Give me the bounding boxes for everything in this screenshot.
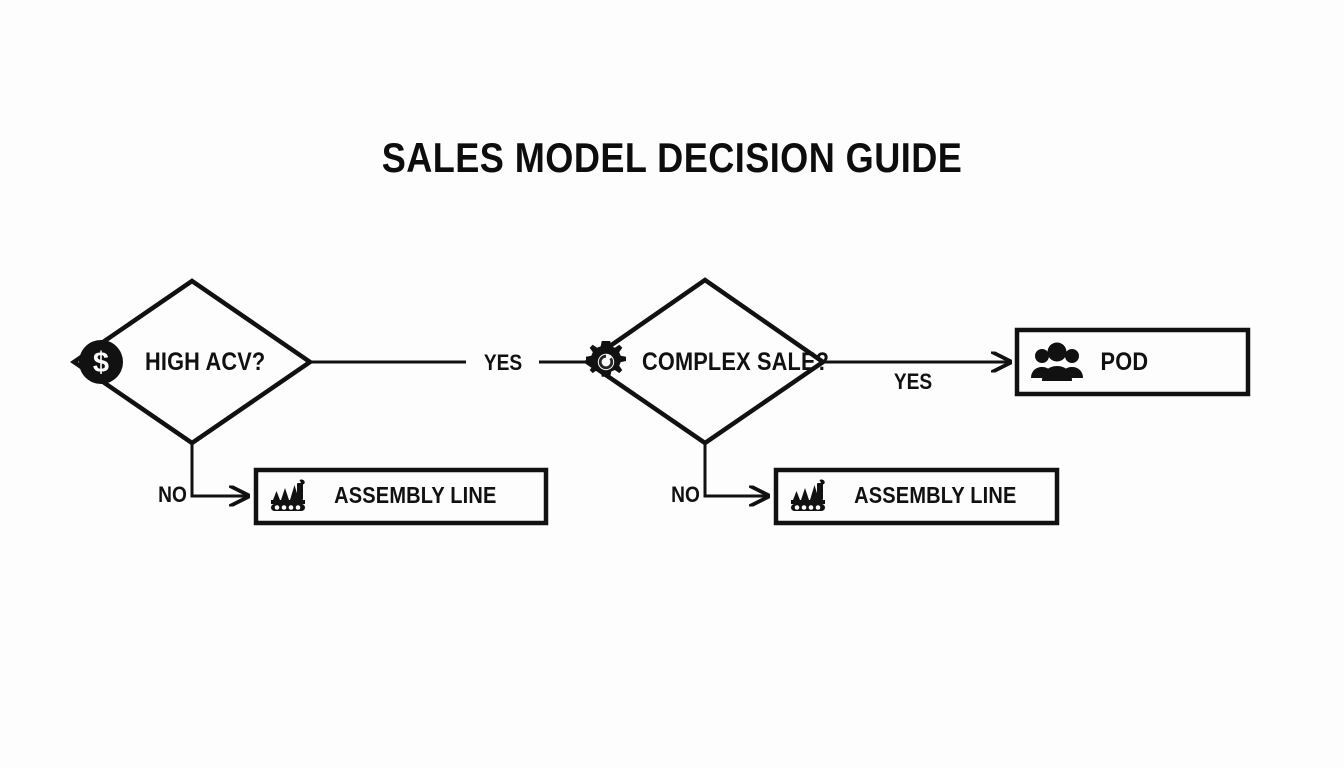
edge-label-yes-high-acv: YES xyxy=(483,350,523,375)
factory-conveyor-icon xyxy=(269,478,311,516)
node-label-assembly-line-1: ASSEMBLY LINE xyxy=(334,482,497,508)
node-shape-assembly-line-2[interactable] xyxy=(773,467,1060,526)
node-label-assembly-line-2: ASSEMBLY LINE xyxy=(854,482,1017,508)
node-label-high-acv: HIGH ACV? xyxy=(144,348,266,376)
edge-no-high-acv xyxy=(190,443,248,496)
edge-label-no-high-acv: NO xyxy=(158,482,187,507)
gear-icon xyxy=(583,339,629,385)
node-label-complex-sale: COMPLEX SALE? xyxy=(641,348,830,376)
node-label-pod: POD xyxy=(1100,348,1149,376)
node-shape-assembly-line-1[interactable] xyxy=(253,467,549,526)
svg-text:$: $ xyxy=(93,347,109,379)
node-shape-pod[interactable] xyxy=(1014,327,1251,397)
edge-no-complex-sale xyxy=(703,443,768,496)
edge-label-yes-complex-sale: YES xyxy=(893,369,933,394)
edge-label-no-complex-sale: NO xyxy=(671,482,700,507)
page-title: SALES MODEL DECISION GUIDE xyxy=(381,134,963,181)
factory-conveyor-icon xyxy=(789,478,831,516)
dollar-circle-icon: $ xyxy=(78,339,124,385)
people-group-icon xyxy=(1030,340,1084,384)
